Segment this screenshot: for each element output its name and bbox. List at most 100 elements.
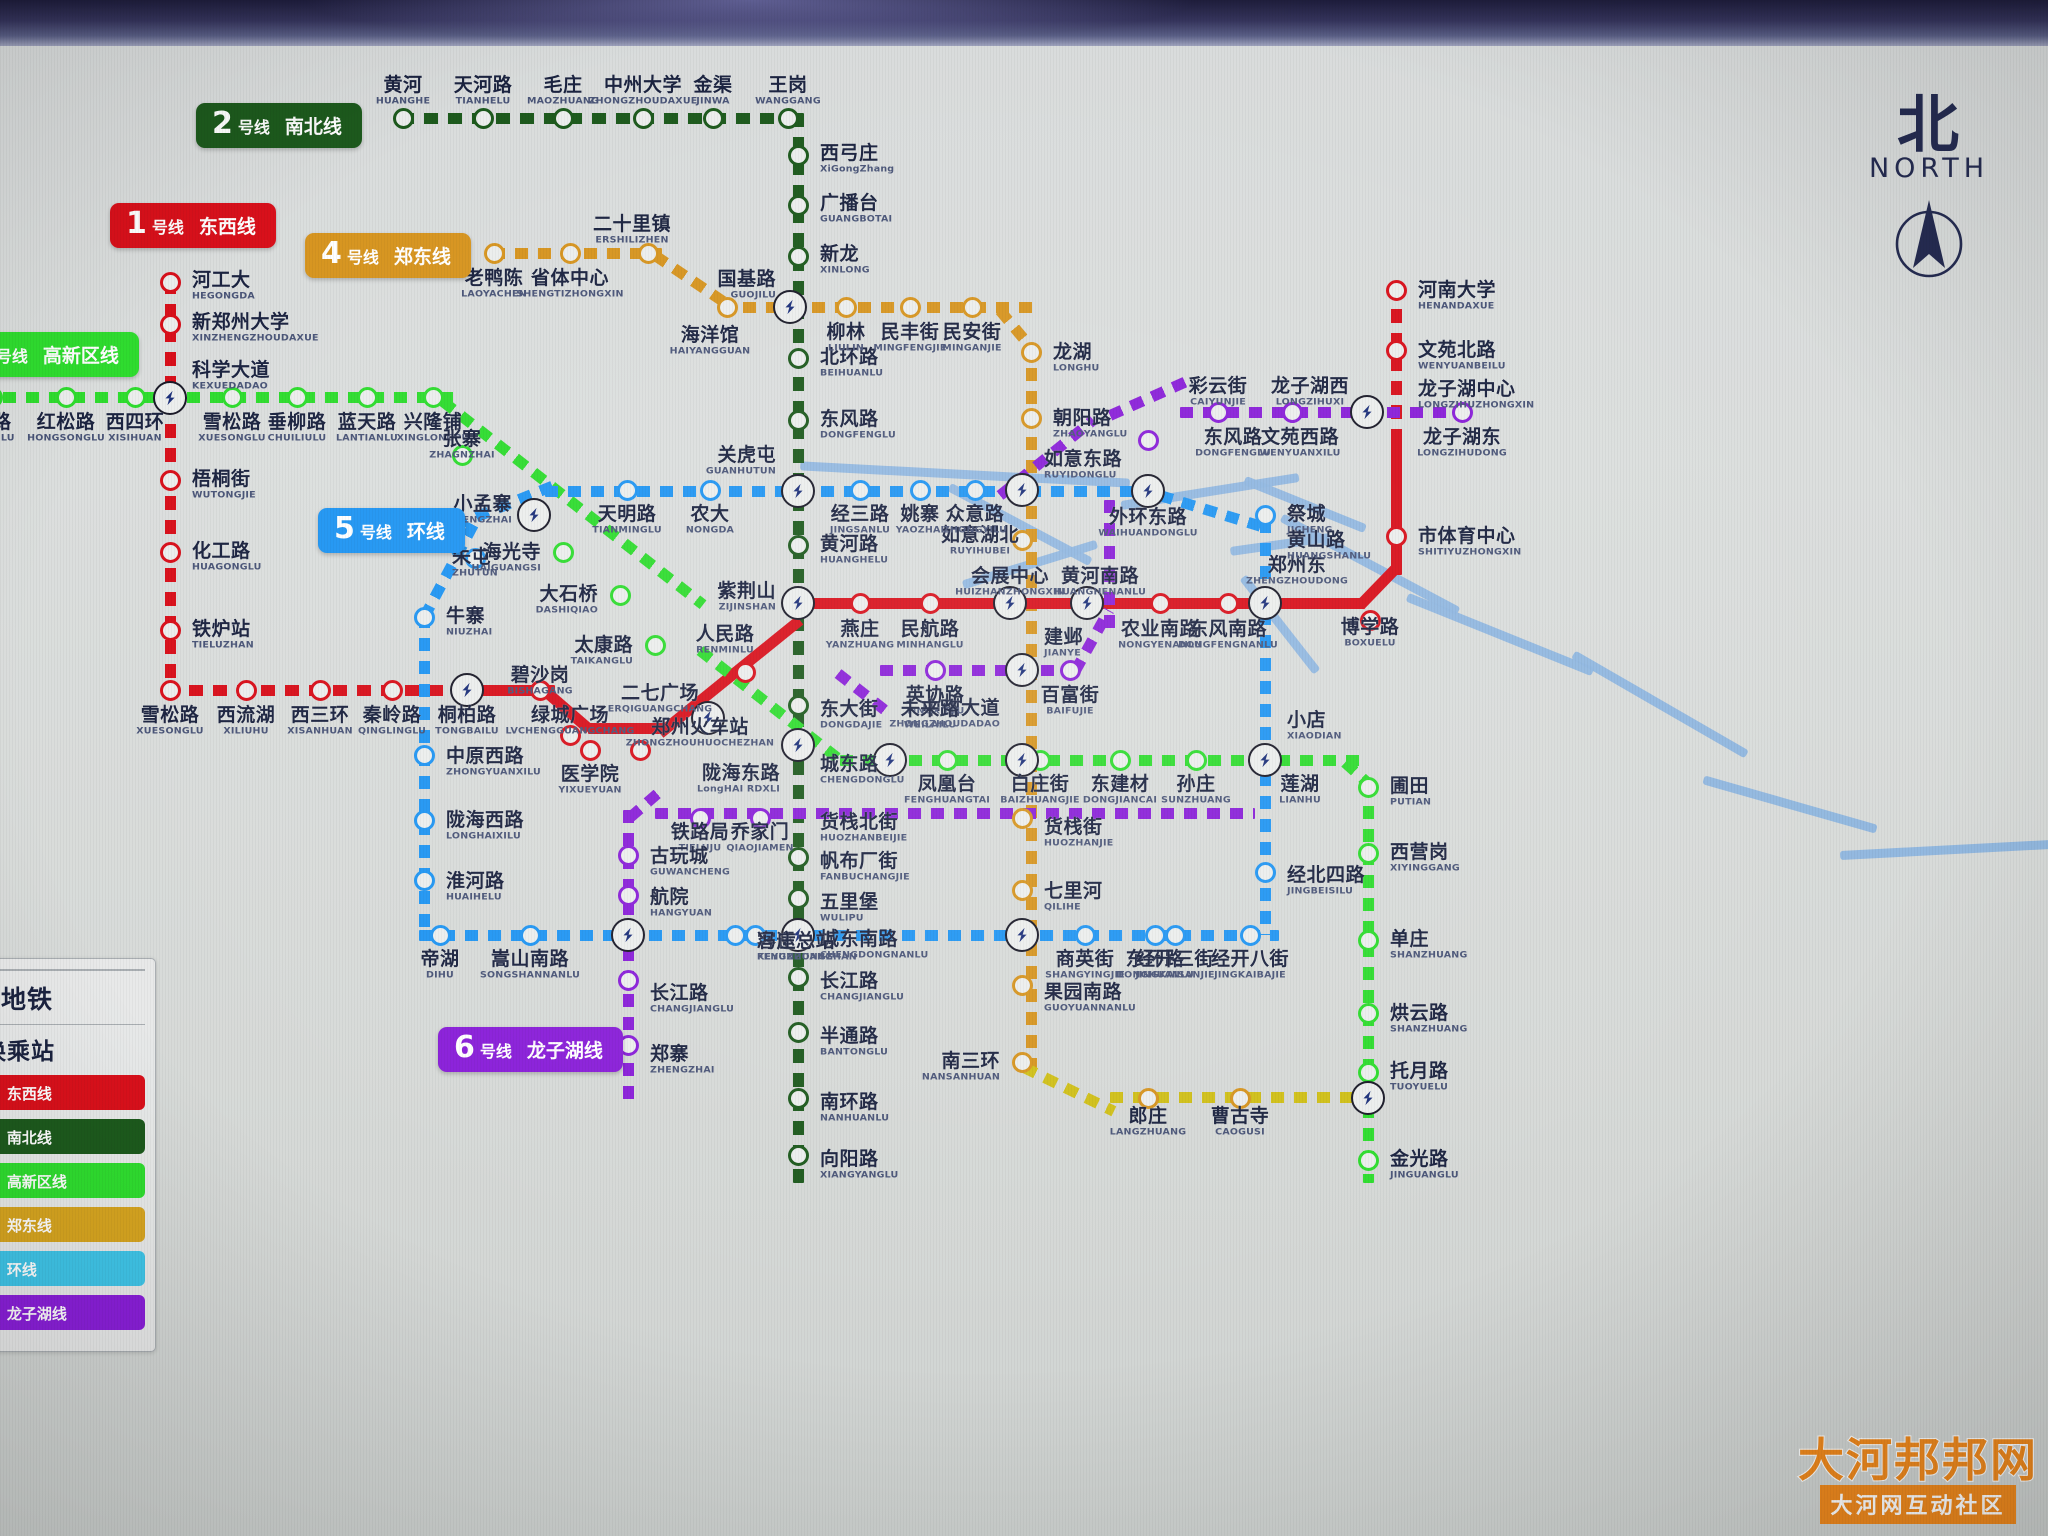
station-dot[interactable] — [849, 479, 871, 501]
station-dot[interactable] — [1074, 924, 1096, 946]
station-dot[interactable] — [1059, 659, 1081, 681]
station-dot[interactable] — [1254, 504, 1276, 526]
station-dot[interactable] — [1357, 842, 1379, 864]
station-dot[interactable] — [924, 659, 946, 681]
station-dot[interactable] — [724, 924, 746, 946]
transfer-station-icon[interactable] — [1131, 474, 1165, 508]
station-dot[interactable] — [616, 479, 638, 501]
station-dot[interactable] — [1357, 929, 1379, 951]
station-dot[interactable] — [849, 592, 871, 614]
station-dot[interactable] — [159, 313, 181, 335]
station-dot[interactable] — [309, 679, 331, 701]
station-dot[interactable] — [1385, 339, 1407, 361]
station-dot[interactable] — [617, 969, 639, 991]
station-dot[interactable] — [689, 807, 711, 829]
transfer-station-icon[interactable] — [691, 701, 725, 735]
transfer-station-icon[interactable] — [781, 586, 815, 620]
transfer-station-icon[interactable] — [1005, 473, 1039, 507]
station-dot[interactable] — [413, 869, 435, 891]
station-dot[interactable] — [1357, 776, 1379, 798]
station-dot[interactable] — [235, 679, 257, 701]
transfer-station-icon[interactable] — [1351, 1081, 1385, 1115]
transfer-station-icon[interactable] — [1005, 918, 1039, 952]
transfer-station-icon[interactable] — [873, 743, 907, 777]
station-dot[interactable] — [787, 534, 809, 556]
station-dot[interactable] — [1281, 401, 1303, 423]
station-dot[interactable] — [55, 386, 77, 408]
station-dot[interactable] — [787, 194, 809, 216]
station-dot[interactable] — [579, 739, 601, 761]
station-dot[interactable] — [1137, 429, 1159, 451]
station-dot[interactable] — [787, 694, 809, 716]
transfer-station-icon[interactable] — [1070, 586, 1104, 620]
station-dot[interactable] — [702, 107, 724, 129]
station-dot[interactable] — [1137, 1087, 1159, 1109]
station-dot[interactable] — [559, 724, 581, 746]
station-dot[interactable] — [617, 844, 639, 866]
station-dot[interactable] — [483, 242, 505, 264]
transfer-station-icon[interactable] — [450, 673, 484, 707]
station-dot[interactable] — [529, 679, 551, 701]
station-dot[interactable] — [1144, 924, 1166, 946]
station-dot[interactable] — [159, 679, 181, 701]
station-dot[interactable] — [787, 846, 809, 868]
transfer-station-icon[interactable] — [1248, 743, 1282, 777]
station-dot[interactable] — [787, 966, 809, 988]
station-dot[interactable] — [159, 541, 181, 563]
station-dot[interactable] — [429, 924, 451, 946]
station-dot[interactable] — [552, 107, 574, 129]
station-dot[interactable] — [787, 887, 809, 909]
station-dot[interactable] — [787, 1087, 809, 1109]
station-dot[interactable] — [1185, 749, 1207, 771]
transfer-station-icon[interactable] — [1350, 395, 1384, 429]
station-dot[interactable] — [1011, 529, 1033, 551]
station-dot[interactable] — [899, 296, 921, 318]
station-dot[interactable] — [909, 479, 931, 501]
station-dot[interactable] — [787, 409, 809, 431]
station-dot[interactable] — [124, 386, 146, 408]
station-dot[interactable] — [1164, 924, 1186, 946]
station-dot[interactable] — [1254, 861, 1276, 883]
station-dot[interactable] — [787, 1021, 809, 1043]
station-dot[interactable] — [1385, 525, 1407, 547]
station-dot[interactable] — [787, 245, 809, 267]
station-dot[interactable] — [159, 271, 181, 293]
station-dot[interactable] — [159, 619, 181, 641]
station-dot[interactable] — [1020, 407, 1042, 429]
station-dot[interactable] — [221, 386, 243, 408]
station-dot[interactable] — [629, 739, 651, 761]
station-dot[interactable] — [1011, 807, 1033, 829]
station-dot[interactable] — [464, 547, 486, 569]
transfer-station-icon[interactable] — [1005, 743, 1039, 777]
station-dot[interactable] — [392, 107, 414, 129]
station-dot[interactable] — [617, 884, 639, 906]
legend-line-3[interactable]: 3号线高新区线 — [0, 1163, 145, 1198]
station-dot[interactable] — [413, 809, 435, 831]
station-dot[interactable] — [451, 444, 473, 466]
transfer-station-icon[interactable] — [993, 586, 1027, 620]
station-dot[interactable] — [744, 924, 766, 946]
station-dot[interactable] — [1385, 279, 1407, 301]
station-dot[interactable] — [356, 386, 378, 408]
station-dot[interactable] — [734, 661, 756, 683]
station-dot[interactable] — [1239, 924, 1261, 946]
station-dot[interactable] — [749, 807, 771, 829]
transfer-station-icon[interactable] — [773, 290, 807, 324]
station-dot[interactable] — [777, 107, 799, 129]
transfer-station-icon[interactable] — [781, 728, 815, 762]
station-dot[interactable] — [0, 386, 3, 408]
station-dot[interactable] — [609, 584, 631, 606]
transfer-station-icon[interactable] — [611, 918, 645, 952]
station-dot[interactable] — [637, 242, 659, 264]
transfer-station-icon[interactable] — [1248, 586, 1282, 620]
station-dot[interactable] — [1149, 592, 1171, 614]
station-dot[interactable] — [964, 479, 986, 501]
station-dot[interactable] — [413, 744, 435, 766]
station-dot[interactable] — [519, 924, 541, 946]
station-dot[interactable] — [716, 296, 738, 318]
station-dot[interactable] — [1011, 974, 1033, 996]
